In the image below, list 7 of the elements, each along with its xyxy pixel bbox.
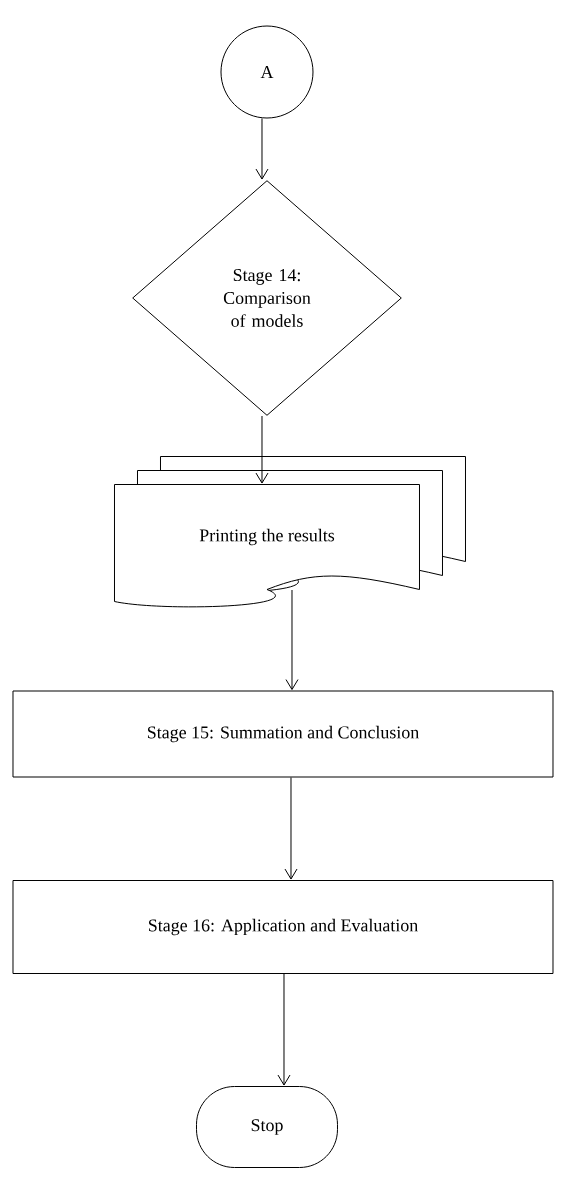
arrow (255, 118, 269, 180)
process-box: Stage 16: Application and Evaluation (12, 880, 554, 974)
arrow (277, 973, 291, 1086)
arrow (285, 589, 299, 691)
arrow (284, 777, 298, 880)
process-box: Stage 15: Summation and Conclusion (12, 690, 554, 778)
arrow (255, 415, 269, 484)
